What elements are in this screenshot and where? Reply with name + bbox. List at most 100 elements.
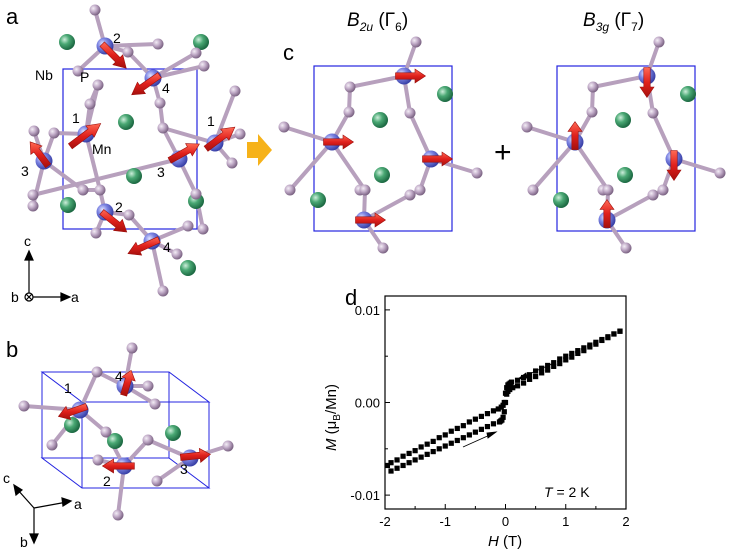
x-tick-label: -1 [439,514,451,529]
data-point [466,419,472,425]
p-atom [46,439,58,451]
data-point [388,468,394,474]
spin-arrow [120,369,136,397]
data-point [508,379,515,385]
p-atom [198,60,210,72]
p-atom [471,167,483,179]
p-atom [84,98,96,110]
x-tick-label: -2 [379,514,391,529]
panel-c-letter: c [283,40,294,65]
p-label: P [80,69,89,85]
spin-arrow [131,72,162,96]
p-atom [657,184,669,196]
nb-atom [372,112,388,128]
p-atom [18,400,30,412]
data-point [611,331,617,337]
p-atom [92,454,104,466]
bond [573,140,610,192]
p-atom [72,65,84,77]
nb-atom [374,167,390,183]
nb-atom [615,112,631,128]
nb-atom [126,168,142,184]
y-tick-label: 0.01 [355,303,380,318]
data-points [384,328,623,474]
temperature-annotation: T = 2 K [544,484,590,500]
mode2-label: B3g (Γ7) [583,10,644,34]
axes-a [24,249,72,302]
p-atom [190,188,202,200]
p-atom [620,242,632,254]
data-point [412,448,418,454]
data-point [424,451,430,457]
p-atom [157,285,169,297]
data-point [617,328,623,334]
data-point [484,423,491,430]
data-point [418,444,424,450]
data-point [436,446,442,452]
p-atom [152,38,164,50]
data-point [557,356,563,362]
bond [103,42,160,48]
p-atom [344,81,356,93]
data-point [400,462,406,469]
data-point [430,438,436,444]
data-point [394,465,400,471]
p-atom [647,189,659,201]
data-point [495,406,501,412]
nb-label: Nb [35,67,53,83]
data-point [412,457,418,463]
site-4-bottom: 4 [163,239,171,255]
data-point [581,348,587,354]
spin-arrow [127,236,161,256]
site-2-bottom: 2 [115,199,123,215]
data-point [510,385,516,391]
b-axis-c: c [3,470,10,486]
data-point [539,370,545,376]
spin-arrow [57,403,89,421]
data-point [384,462,391,469]
data-point [388,460,394,466]
spin-arrow [323,134,355,150]
nb-atom [680,86,696,102]
cell-b2u [313,65,453,232]
data-point [478,426,484,432]
data-point [505,388,511,394]
data-point [478,413,484,419]
p-atom [77,184,89,196]
b-axis-a: a [74,496,82,512]
data-point [533,373,539,380]
x-axis-title: H (T) [488,533,522,550]
p-atom [142,380,154,392]
p-atom [647,107,659,119]
axis-c-label: c [24,233,31,249]
spin-arrow [203,126,236,152]
data-point [430,448,436,455]
data-point [424,441,430,447]
mode1-label: B2u (Γ6) [347,10,408,34]
data-point [569,354,575,360]
p-atom [94,184,106,196]
p-atom [122,46,134,58]
data-point [490,408,497,414]
p-atom [278,121,290,133]
site-3-left: 3 [21,163,29,179]
x-tick-label: 1 [562,514,569,529]
p-atom [92,79,104,91]
x-tick-label: 2 [622,514,629,529]
p-atom [343,106,355,118]
p-atom [410,36,422,48]
data-point [448,428,454,434]
data-point [501,409,507,415]
data-point [599,337,605,344]
bond [288,140,334,192]
p-atom [182,220,194,232]
site-2-top: 2 [113,30,121,46]
data-point [442,443,448,449]
data-point [466,432,472,438]
data-point [460,423,466,429]
y-tick-label: -0.01 [350,488,380,503]
b-site-3: 3 [180,461,188,477]
data-point [496,419,503,425]
